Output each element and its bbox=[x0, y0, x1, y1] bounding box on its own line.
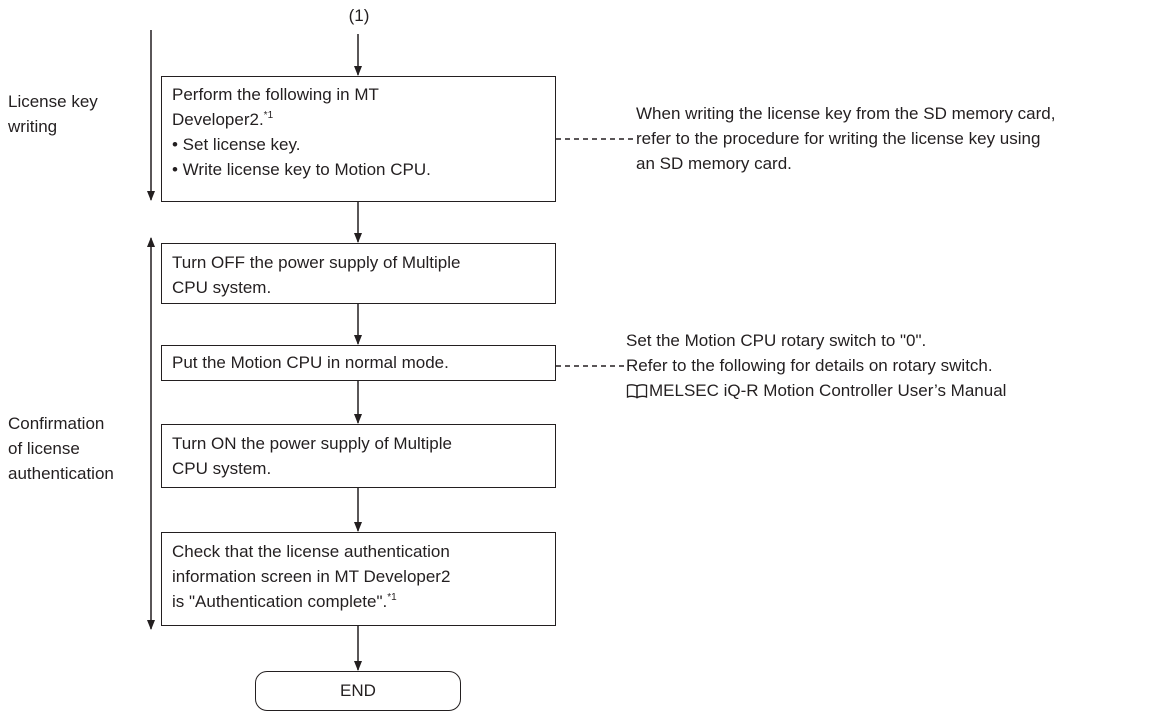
step-text: Put the Motion CPU in normal mode. bbox=[172, 353, 449, 372]
section-label-line: writing bbox=[8, 117, 58, 136]
note-text: Set the Motion CPU rotary switch to "0". bbox=[626, 331, 927, 350]
manual-reference: MELSEC iQ-R Motion Controller User’s Man… bbox=[626, 378, 1006, 403]
footnote-mark: *1 bbox=[263, 110, 274, 121]
step-text-part: Developer2. bbox=[172, 110, 264, 129]
step-check-authentication: Check that the license authentication in… bbox=[161, 532, 556, 626]
step-text: information screen in MT Developer2 bbox=[172, 567, 451, 586]
step-turn-off-power: Turn OFF the power supply of Multiple CP… bbox=[161, 243, 556, 304]
book-icon bbox=[626, 384, 648, 399]
note-text: an SD memory card. bbox=[636, 154, 792, 173]
step-text: Turn ON the power supply of Multiple bbox=[172, 434, 452, 453]
step-normal-mode: Put the Motion CPU in normal mode. bbox=[161, 345, 556, 381]
note-text: When writing the license key from the SD… bbox=[636, 104, 1056, 123]
step-text: CPU system. bbox=[172, 278, 272, 297]
step-turn-on-power: Turn ON the power supply of Multiple CPU… bbox=[161, 424, 556, 488]
step-text: Check that the license authentication bbox=[172, 542, 450, 561]
section-label-line: Confirmation bbox=[8, 414, 105, 433]
note-text: refer to the procedure for writing the l… bbox=[636, 129, 1041, 148]
section-label-line: authentication bbox=[8, 464, 114, 483]
step-text: Developer2.*1 bbox=[172, 107, 545, 132]
flow-end-terminal: END bbox=[255, 671, 461, 711]
note-rotary-switch: Set the Motion CPU rotary switch to "0".… bbox=[626, 328, 1006, 403]
section-label-license-key-writing: License key writing bbox=[8, 89, 98, 139]
step-text: Perform the following in MT bbox=[172, 85, 379, 104]
flow-start-label: (1) bbox=[348, 6, 370, 25]
step-text-part: is "Authentication complete". bbox=[172, 592, 388, 611]
section-label-confirmation: Confirmation of license authentication bbox=[8, 411, 114, 486]
step-text: CPU system. bbox=[172, 459, 272, 478]
manual-title: MELSEC iQ-R Motion Controller User’s Man… bbox=[649, 381, 1007, 400]
step-write-license-key: Perform the following in MT Developer2.*… bbox=[161, 76, 556, 202]
step-text: is "Authentication complete".*1 bbox=[172, 589, 545, 614]
note-text: Refer to the following for details on ro… bbox=[626, 356, 993, 375]
footnote-mark: *1 bbox=[387, 592, 397, 603]
section-label-line: of license bbox=[8, 439, 80, 458]
step-text: Turn OFF the power supply of Multiple bbox=[172, 253, 461, 272]
section-label-line: License key bbox=[8, 92, 98, 111]
step-bullet: • Write license key to Motion CPU. bbox=[172, 160, 431, 179]
step-bullet: • Set license key. bbox=[172, 135, 301, 154]
note-license-sd-card: When writing the license key from the SD… bbox=[636, 101, 1055, 176]
